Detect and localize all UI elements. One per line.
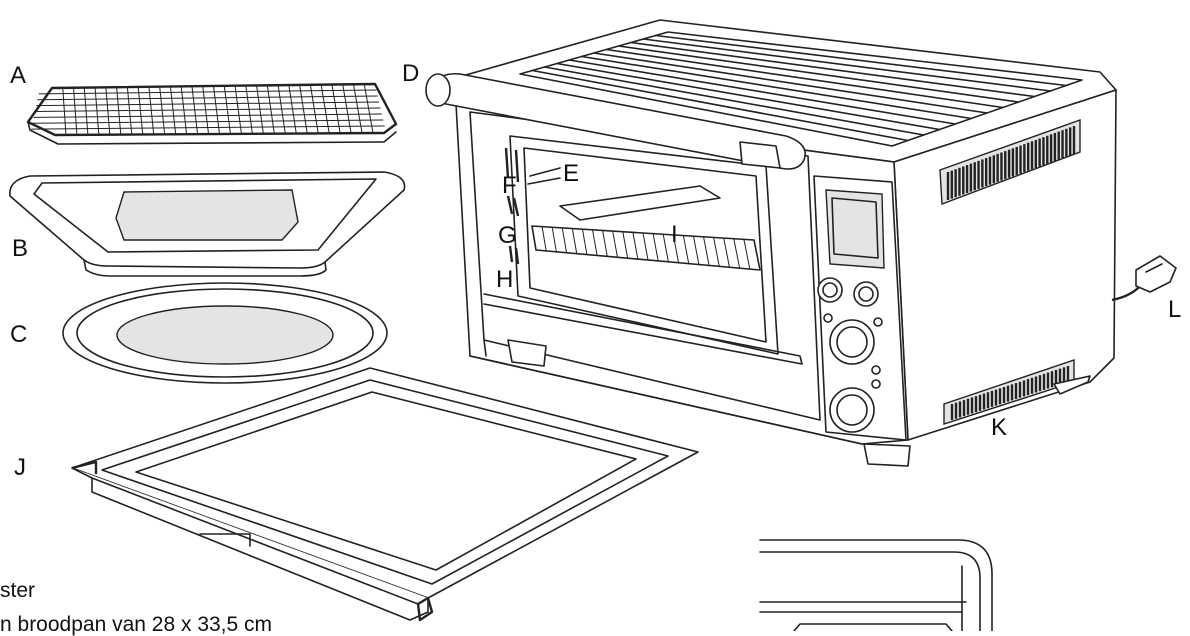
label-j: J [14, 454, 26, 481]
caption-line-1: ster [0, 579, 36, 602]
inset-detail-drawing [759, 539, 993, 631]
label-g: G [498, 222, 517, 249]
label-e: E [563, 160, 580, 187]
label-h: H [496, 266, 514, 293]
toaster-oven [425, 19, 1177, 467]
caption-line-2: n broodpan van 28 x 33,5 cm [0, 613, 273, 636]
label-d: D [402, 60, 420, 87]
label-c: C [10, 321, 28, 348]
wire-rack-a [26, 82, 398, 145]
pizza-pan-c [62, 282, 388, 384]
label-f: F [502, 172, 517, 199]
label-b: B [12, 235, 29, 262]
label-l: L [1168, 296, 1182, 323]
label-i: I [671, 221, 678, 248]
crumb-tray-j [71, 367, 699, 622]
label-a: A [10, 62, 27, 89]
label-k: K [991, 414, 1008, 441]
baking-tray-b [9, 171, 406, 277]
